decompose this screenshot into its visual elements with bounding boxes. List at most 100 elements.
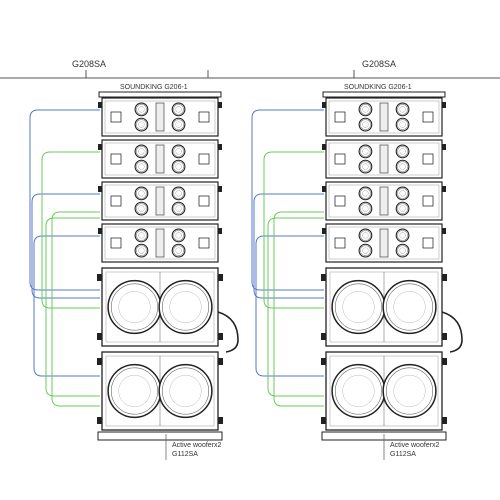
driver-cone-icon xyxy=(134,144,149,159)
link-cable-green xyxy=(41,151,100,309)
rigging-pin-icon xyxy=(218,228,222,234)
link-cable xyxy=(441,311,463,353)
rigging-pin-icon xyxy=(321,417,326,424)
rigging-pin-icon xyxy=(322,228,326,234)
line-array-module xyxy=(98,223,222,263)
driver-cone-icon xyxy=(171,117,186,132)
handle-icon xyxy=(422,195,434,207)
woofer-cone-icon xyxy=(107,279,162,335)
handle-icon xyxy=(334,237,346,249)
waveguide-icon xyxy=(379,144,389,174)
signal-cable xyxy=(251,109,324,291)
header-label-right: G208SA xyxy=(362,59,396,69)
handle-icon xyxy=(422,153,434,165)
link-cable-green xyxy=(263,151,324,309)
handle-icon xyxy=(110,237,122,249)
rigging-pin-icon xyxy=(442,144,446,150)
driver-cone-icon xyxy=(358,117,373,132)
driver-cone-icon xyxy=(358,144,373,159)
driver-cone-icon xyxy=(358,186,373,201)
driver-cone-icon xyxy=(395,243,410,258)
line-array-module xyxy=(322,97,446,137)
cable-group-green xyxy=(263,151,324,407)
driver-cone-icon xyxy=(171,228,186,243)
woofer-cone-icon xyxy=(158,363,213,419)
driver-cone-icon xyxy=(134,243,149,258)
waveguide-icon xyxy=(379,102,389,132)
rigging-pin-icon xyxy=(218,417,223,424)
driver-cone-icon xyxy=(134,159,149,174)
handle-icon xyxy=(334,111,346,123)
handle-icon xyxy=(110,111,122,123)
rigging-pin-icon xyxy=(218,358,223,365)
driver-cone-icon xyxy=(395,159,410,174)
subwoofer-module xyxy=(97,351,223,431)
waveguide-icon xyxy=(379,228,389,258)
line-array-module xyxy=(98,139,222,179)
rigging-pin-icon xyxy=(442,358,447,365)
link-cable-green xyxy=(51,211,100,407)
fly-bar xyxy=(322,91,446,98)
rigging-pin-icon xyxy=(321,333,326,340)
line-array-module xyxy=(322,181,446,221)
base-plate xyxy=(97,431,223,441)
driver-cone-icon xyxy=(395,102,410,117)
rigging-pin-icon xyxy=(442,274,447,281)
driver-cone-icon xyxy=(134,117,149,132)
signal-cable xyxy=(253,193,324,299)
rigging-pin-icon xyxy=(97,358,102,365)
header-rail: G208SA G208SA xyxy=(0,59,500,79)
driver-cone-icon xyxy=(134,102,149,117)
driver-cone-icon xyxy=(395,186,410,201)
rigging-pin-icon xyxy=(98,102,102,108)
driver-cone-icon xyxy=(171,186,186,201)
waveguide-icon xyxy=(155,228,165,258)
link-cable-green xyxy=(45,217,100,397)
stack-footer-line-2: G112SA xyxy=(172,451,198,458)
handle-icon xyxy=(198,111,210,123)
cable-group-blue xyxy=(29,109,100,377)
driver-cone-icon xyxy=(358,228,373,243)
module-column xyxy=(321,91,447,441)
driver-cone-icon xyxy=(134,201,149,216)
rigging-pin-icon xyxy=(97,417,102,424)
woofer-cone-icon xyxy=(331,279,386,335)
cable-group-green xyxy=(41,151,100,407)
rigging-pin-icon xyxy=(218,186,222,192)
woofer-cone-icon xyxy=(107,363,162,419)
link-cable-green xyxy=(273,211,324,407)
signal-cable xyxy=(33,235,100,377)
waveguide-icon xyxy=(155,186,165,216)
driver-cone-icon xyxy=(171,243,186,258)
handle-icon xyxy=(334,153,346,165)
handle-icon xyxy=(422,237,434,249)
driver-cone-icon xyxy=(395,228,410,243)
driver-cone-icon xyxy=(171,144,186,159)
rigging-pin-icon xyxy=(322,102,326,108)
driver-cone-icon xyxy=(171,159,186,174)
driver-cone-icon xyxy=(395,201,410,216)
line-array-module xyxy=(98,181,222,221)
speaker-stack-left: SOUNDKING G206-1 Active wooferx2 G112SA xyxy=(29,84,239,460)
handle-icon xyxy=(110,195,122,207)
waveguide-icon xyxy=(155,102,165,132)
signal-cable xyxy=(31,193,100,299)
driver-cone-icon xyxy=(134,228,149,243)
driver-cone-icon xyxy=(134,186,149,201)
driver-cone-icon xyxy=(171,102,186,117)
rigging-pin-icon xyxy=(218,144,222,150)
driver-cone-icon xyxy=(358,243,373,258)
handle-icon xyxy=(198,153,210,165)
rigging-pin-icon xyxy=(322,186,326,192)
rigging-pin-icon xyxy=(98,228,102,234)
driver-cone-icon xyxy=(171,201,186,216)
driver-cone-icon xyxy=(358,201,373,216)
link-cable-green xyxy=(267,217,324,397)
rigging-pin-icon xyxy=(98,186,102,192)
signal-cable xyxy=(255,235,324,377)
rigging-pin-icon xyxy=(98,144,102,150)
fly-bar xyxy=(98,91,222,98)
module-column xyxy=(97,91,223,441)
rigging-pin-icon xyxy=(321,358,326,365)
rigging-pin-icon xyxy=(442,333,447,340)
